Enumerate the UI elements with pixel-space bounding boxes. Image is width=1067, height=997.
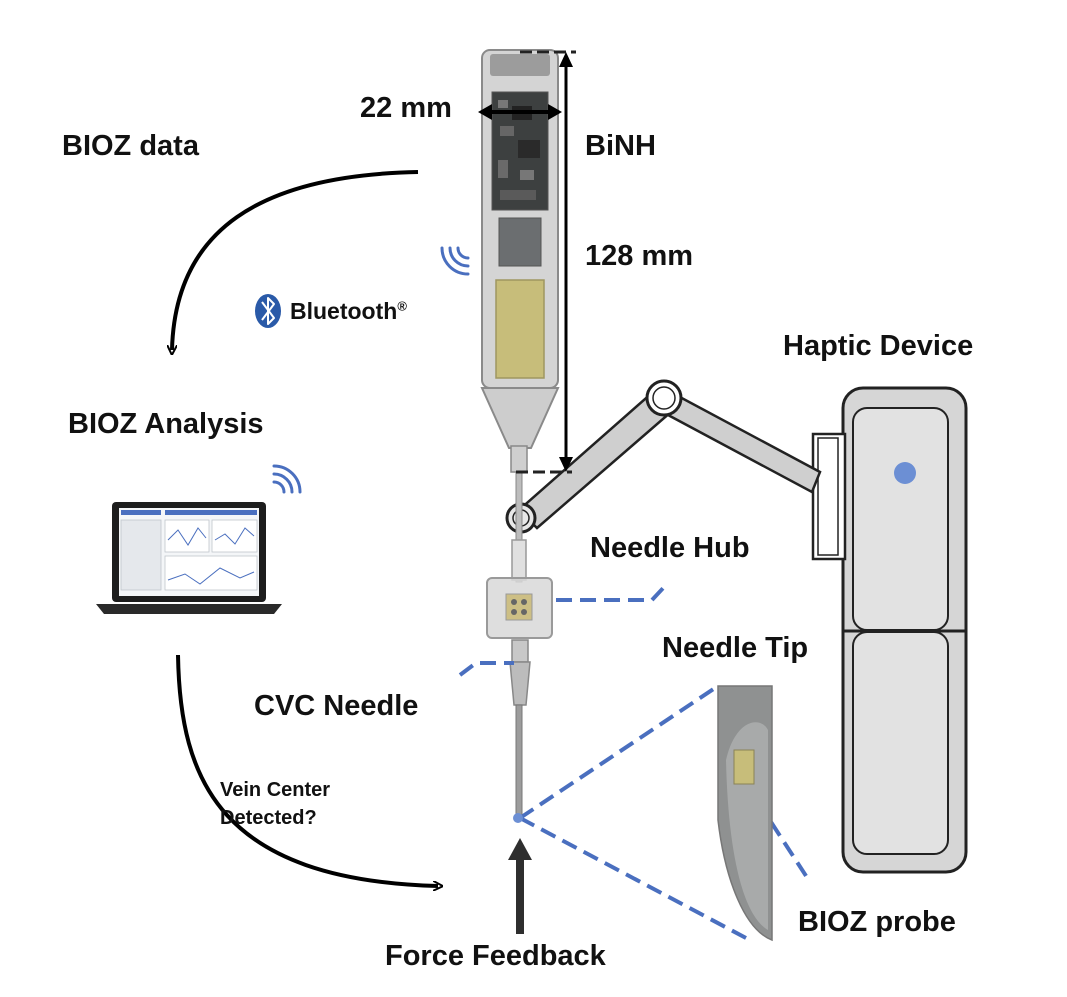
label-bioz-probe: BIOZ probe <box>798 906 956 938</box>
laptop-icon <box>96 502 282 614</box>
pointer-lines <box>458 583 812 940</box>
label-vein-center-line2: Detected? <box>220 807 317 829</box>
label-force-feedback: Force Feedback <box>385 940 606 972</box>
bluetooth-text: Bluetooth <box>290 298 398 324</box>
dimension-width <box>478 104 562 120</box>
dimension-length <box>516 50 576 474</box>
wireless-signal-icon <box>440 246 470 276</box>
bluetooth-icon <box>255 294 281 328</box>
bluetooth-mark: ® <box>397 298 407 314</box>
battery-pad <box>495 279 545 379</box>
label-needle-tip: Needle Tip <box>662 632 809 664</box>
haptic-device <box>811 386 968 874</box>
wireless-signal-icon <box>272 464 302 494</box>
label-bioz-analysis: BIOZ Analysis <box>68 408 264 440</box>
label-vein-center: Vein Center Detected? <box>220 776 330 832</box>
arm-elbow-joint <box>645 379 683 417</box>
haptic-arm <box>505 379 822 534</box>
label-length: 128 mm <box>585 240 694 272</box>
binh-device <box>480 49 560 816</box>
arrow-bioz-data <box>172 170 419 350</box>
label-width: 22 mm <box>360 92 452 124</box>
label-bioz-data: BIOZ data <box>62 130 199 162</box>
label-bluetooth: Bluetooth® <box>290 298 407 325</box>
label-needle-hub: Needle Hub <box>590 532 750 564</box>
label-binh: BiNH <box>585 130 656 162</box>
needle-tip-zoom <box>717 685 773 942</box>
label-vein-center-line1: Vein Center <box>220 779 331 801</box>
label-haptic-device: Haptic Device <box>783 330 974 362</box>
probe-dot <box>513 813 523 823</box>
force-feedback-arrow <box>508 838 532 934</box>
arrow-vein-detected <box>176 654 438 886</box>
label-cvc-needle: CVC Needle <box>254 690 419 722</box>
status-led <box>894 462 916 484</box>
